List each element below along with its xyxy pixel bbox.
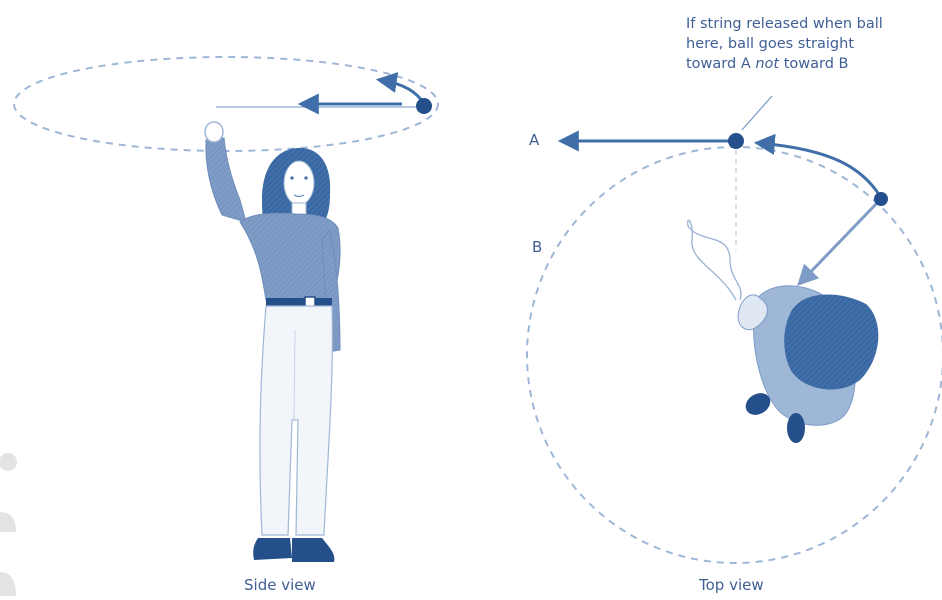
release-callout: If string released when ball here, ball … (686, 14, 883, 74)
left-shoe (253, 538, 292, 560)
top-string-arrow (800, 202, 878, 283)
side-view-diagram (14, 57, 438, 562)
top-orbit-path (527, 147, 942, 563)
callout-emphasis: not (755, 56, 779, 72)
string-curl (688, 220, 741, 300)
callout-line-1: If string released when ball (686, 14, 883, 34)
top-view-diagram (527, 96, 942, 563)
person-top-view (738, 286, 878, 443)
label-b: B (532, 240, 542, 255)
top-right-foot (787, 413, 805, 443)
top-head (784, 295, 878, 390)
trousers (260, 306, 332, 535)
top-ball-right (874, 192, 888, 206)
side-motion-arrow (380, 80, 424, 104)
belt (266, 298, 332, 306)
callout-line-2: here, ball goes straight (686, 34, 883, 54)
callout-line-3-prefix: toward A (686, 56, 755, 72)
callout-leader-line (742, 96, 772, 130)
person-standing (205, 122, 340, 562)
side-view-caption: Side view (244, 578, 316, 593)
label-a: A (529, 133, 539, 148)
face (284, 161, 314, 205)
callout-line-3: toward A not toward B (686, 54, 883, 74)
top-ball-release-point (728, 133, 744, 149)
raised-hand (205, 122, 223, 142)
top-view-caption: Top view (699, 578, 764, 593)
right-shoe (292, 538, 334, 562)
edge-decoration (0, 453, 17, 596)
top-motion-arrow (758, 143, 880, 196)
callout-line-3-suffix: toward B (779, 56, 848, 72)
side-ball (416, 98, 432, 114)
